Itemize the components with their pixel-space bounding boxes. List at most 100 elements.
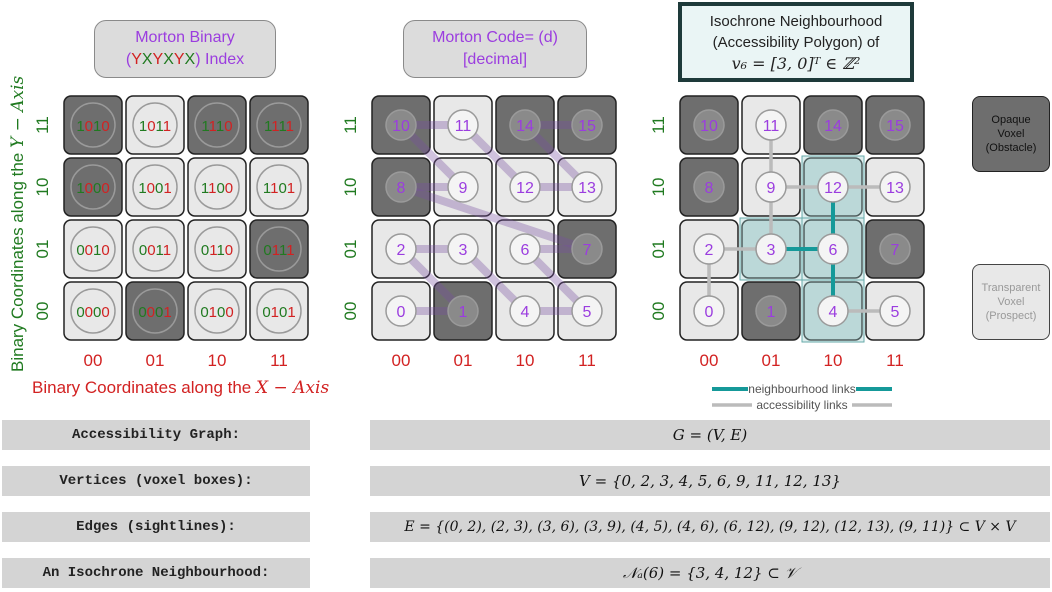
voxel-circle: [509, 171, 541, 203]
morton-code-label: 1: [767, 304, 776, 321]
binary-digit: 1: [76, 180, 84, 197]
y-tick-label: 11: [33, 116, 52, 134]
binary-digit: 1: [216, 118, 224, 135]
voxel-circle: [447, 233, 479, 265]
binary-digit: 0: [147, 180, 155, 197]
binary-code-label: 1110: [201, 118, 232, 135]
panel1-title-line1: Morton Binary: [135, 29, 235, 46]
binary-digit: 0: [155, 180, 163, 197]
voxel-circle: [70, 164, 116, 210]
binary-digit: 0: [101, 304, 109, 321]
binary-digit: 0: [217, 304, 225, 321]
morton-code-label: 11: [763, 118, 780, 135]
title-suffix: Index: [200, 51, 245, 68]
binary-code-label: 1011: [139, 118, 171, 135]
legend-neighbourhood-links-label: neighbourhood links: [748, 382, 855, 396]
morton-code-label: 9: [767, 180, 776, 197]
row-label-accessibility-graph: Accessibility Graph:: [2, 420, 310, 450]
x-tick-label: 01: [454, 351, 473, 370]
title-x-letter: X: [184, 51, 196, 68]
binary-digit: 0: [76, 304, 84, 321]
binary-digit: 0: [138, 304, 146, 321]
voxel-circle: [256, 102, 302, 148]
binary-digit: 0: [200, 304, 208, 321]
binary-digit: 0: [147, 242, 155, 259]
morton-code-label: 5: [891, 304, 900, 321]
voxel-circle: [693, 295, 725, 327]
voxel-cell: [63, 219, 123, 279]
binary-digit: 0: [155, 304, 163, 321]
morton-code-label: 13: [578, 180, 596, 197]
x-tick-label: 01: [762, 351, 781, 370]
row-math-isochrone: 𝒩ₐ(6) = {3, 4, 12} ⊂ 𝒱: [370, 558, 1050, 588]
binary-digit: 1: [156, 118, 164, 135]
voxel-circle: [70, 288, 116, 334]
voxel-circle: [70, 226, 116, 272]
binary-digit: 1: [271, 118, 279, 135]
voxel-circle: [132, 288, 178, 334]
voxel-circle: [132, 102, 178, 148]
binary-code-label: 0010: [76, 242, 109, 259]
legend-accessibility-links-label: accessibility links: [756, 398, 847, 412]
binary-digit: 0: [279, 304, 287, 321]
y-tick-label: 01: [341, 240, 360, 259]
row-label-text: An Isochrone Neighbourhood:: [42, 565, 270, 581]
binary-digit: 0: [76, 242, 84, 259]
voxel-cell: [249, 281, 309, 341]
binary-digit: 1: [263, 180, 271, 197]
voxel-cell: [125, 95, 185, 155]
binary-digit: 0: [101, 180, 109, 197]
y-tick-label: 01: [33, 240, 52, 259]
binary-digit: 1: [272, 242, 280, 259]
voxel-circle: [447, 295, 479, 327]
x-tick-label: 00: [392, 351, 411, 370]
voxel-cell: [187, 95, 247, 155]
voxel-cell: [63, 95, 123, 155]
binary-digit: 0: [225, 304, 233, 321]
voxel-circle: [817, 109, 849, 141]
y-axis-label-text: Binary Coordinates along the: [8, 148, 27, 372]
y-tick-label: 00: [33, 302, 52, 321]
legend-opaque-voxel: Opaque Voxel (Obstacle): [972, 96, 1050, 172]
legend-transparent-line1: Transparent: [981, 282, 1041, 294]
panel1-title-box: Morton Binary (YXYXYX) Index: [94, 20, 276, 78]
binary-code-label: 0101: [262, 304, 295, 321]
title-paren-close: ): [195, 51, 201, 68]
morton-code-label: 3: [767, 242, 776, 259]
voxel-cell: [187, 219, 247, 279]
binary-digit: 0: [216, 180, 224, 197]
binary-digit: 0: [262, 304, 270, 321]
binary-digit: 0: [85, 242, 93, 259]
binary-digit: 0: [263, 242, 271, 259]
morton-code-label: 8: [397, 180, 406, 197]
binary-digit: 1: [163, 180, 171, 197]
morton-code-label: 12: [516, 180, 534, 197]
binary-digit: 1: [271, 304, 279, 321]
panel3-title-box: Isochrone Neighbourhood (Accessibility P…: [678, 2, 914, 82]
row-label-vertices: Vertices (voxel boxes):: [2, 466, 310, 496]
binary-digit: 1: [156, 242, 164, 259]
voxel-circle: [194, 226, 240, 272]
morton-code-label: 12: [824, 180, 842, 197]
voxel-circle: [693, 233, 725, 265]
voxel-cell: [125, 219, 185, 279]
voxel-circle: [755, 171, 787, 203]
voxel-circle: [509, 109, 541, 141]
morton-code-label: 10: [700, 118, 718, 135]
panel2-title-box: Morton Code= (d) [decimal]: [403, 20, 587, 78]
voxel-cell: [249, 219, 309, 279]
binary-digit: 1: [163, 118, 171, 135]
morton-code-label: 1: [459, 304, 468, 321]
binary-digit: 1: [287, 304, 295, 321]
binary-digit: 1: [270, 180, 278, 197]
y-tick-label: 10: [33, 178, 52, 197]
row-math-text: E = {(0, 2), (2, 3), (3, 6), (3, 9), (4,…: [404, 519, 1016, 535]
binary-digit: 0: [147, 118, 155, 135]
x-tick-label: 01: [146, 351, 165, 370]
voxel-circle: [755, 109, 787, 141]
voxel-circle: [132, 164, 178, 210]
morton-code-label: 7: [583, 242, 592, 259]
legend-transparent-line3: (Prospect): [985, 310, 1037, 322]
binary-digit: 1: [163, 304, 171, 321]
voxel-circle: [755, 295, 787, 327]
